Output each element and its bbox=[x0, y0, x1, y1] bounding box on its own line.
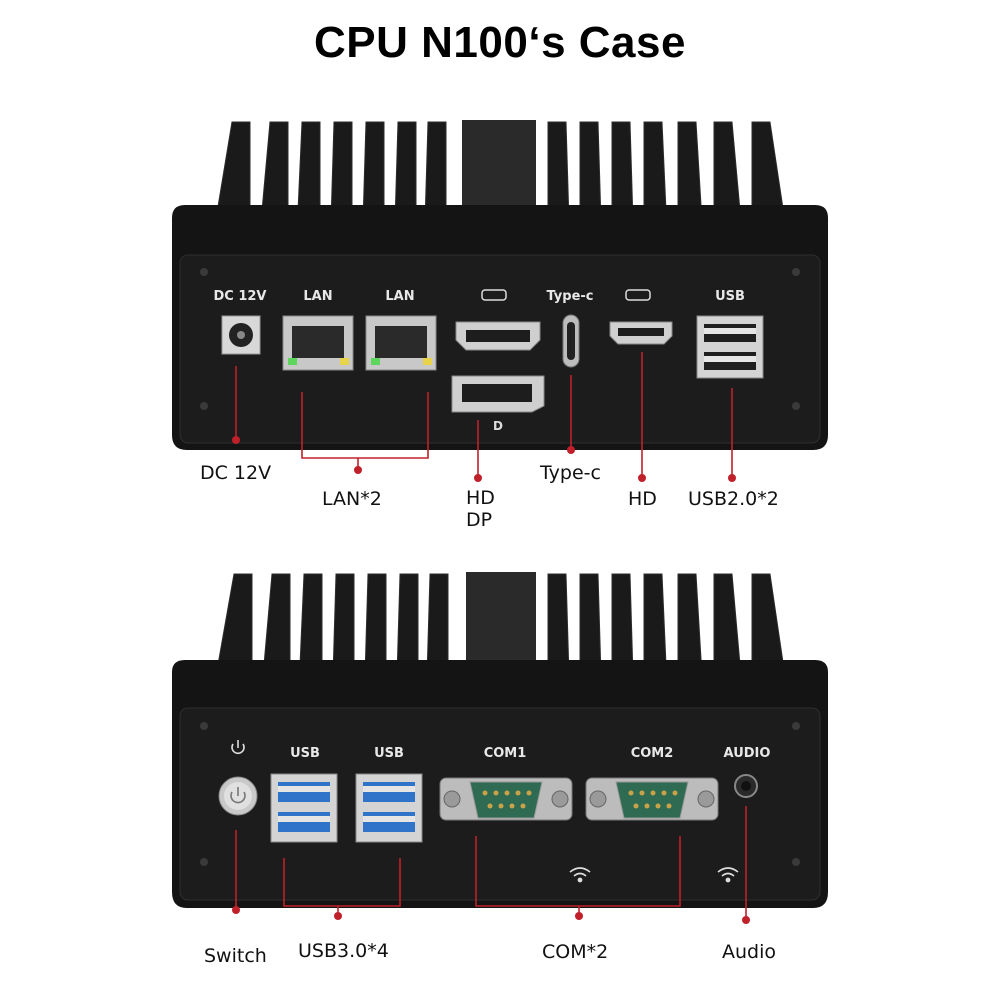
power-symbol-icon bbox=[231, 740, 245, 755]
callout-switch: Switch bbox=[204, 945, 267, 967]
audio-jack-port bbox=[734, 774, 758, 798]
com2-serial-port bbox=[585, 777, 719, 821]
port-label-usb-2: USB bbox=[374, 746, 404, 761]
callout-typec: Type-c bbox=[540, 462, 601, 484]
dp-logo-icon: D bbox=[493, 419, 503, 433]
mini-pc-bottom-image: USB USB COM1 COM2 AUDIO bbox=[172, 572, 828, 924]
hdmi-port-stacked bbox=[455, 321, 541, 351]
callout-dp: DP bbox=[466, 509, 493, 531]
page-title: CPU N100‘s Case bbox=[314, 18, 686, 67]
callout-usb3: USB3.0*4 bbox=[298, 940, 389, 962]
panel-screws bbox=[200, 722, 800, 866]
hdmi-icon bbox=[481, 289, 507, 301]
callout-audio: Audio bbox=[722, 941, 777, 963]
port-label-typec: Type-c bbox=[546, 289, 593, 304]
usb3-port-stack-2 bbox=[355, 773, 423, 843]
mini-pc-rear-top-view: DC 12V LAN LAN Type-c USB D bbox=[0, 100, 1000, 540]
dc-jack-port bbox=[221, 315, 261, 355]
hdmi-icon bbox=[625, 289, 651, 301]
port-label-usb-1: USB bbox=[290, 746, 320, 761]
callout-lan: LAN*2 bbox=[322, 488, 382, 510]
port-label-dc: DC 12V bbox=[213, 289, 266, 304]
power-button bbox=[218, 776, 258, 816]
callout-com: COM*2 bbox=[542, 941, 609, 963]
mini-pc-top-image: DC 12V LAN LAN Type-c USB D bbox=[172, 120, 828, 482]
usb2-port-stack bbox=[696, 315, 764, 379]
hdmi-port bbox=[609, 321, 673, 345]
port-label-com2: COM2 bbox=[631, 746, 674, 761]
wifi-antenna-icon bbox=[569, 867, 591, 883]
callout-dc-12v: DC 12V bbox=[200, 462, 272, 484]
com1-serial-port bbox=[439, 777, 573, 821]
callout-usb2: USB2.0*2 bbox=[688, 488, 779, 510]
top-leader-lines bbox=[235, 352, 733, 478]
lan-port-1 bbox=[282, 315, 354, 371]
displayport-port: D bbox=[451, 375, 545, 433]
wifi-antenna-icon bbox=[717, 867, 739, 883]
port-label-audio: AUDIO bbox=[724, 746, 771, 761]
top-leader-dots bbox=[232, 436, 736, 482]
typec-port bbox=[562, 314, 580, 368]
port-label-lan-2: LAN bbox=[385, 289, 414, 304]
lan-port-2 bbox=[365, 315, 437, 371]
mini-pc-rear-bottom-view: USB USB COM1 COM2 AUDIO bbox=[0, 560, 1000, 1000]
callout-hd: HD bbox=[466, 487, 495, 509]
panel-screws bbox=[200, 268, 800, 410]
usb3-port-stack-1 bbox=[270, 773, 338, 843]
port-label-lan-1: LAN bbox=[303, 289, 332, 304]
callout-hd-port: HD bbox=[628, 488, 657, 510]
bottom-leader-dots bbox=[232, 906, 750, 924]
port-label-com1: COM1 bbox=[484, 746, 527, 761]
port-label-usb: USB bbox=[715, 289, 745, 304]
